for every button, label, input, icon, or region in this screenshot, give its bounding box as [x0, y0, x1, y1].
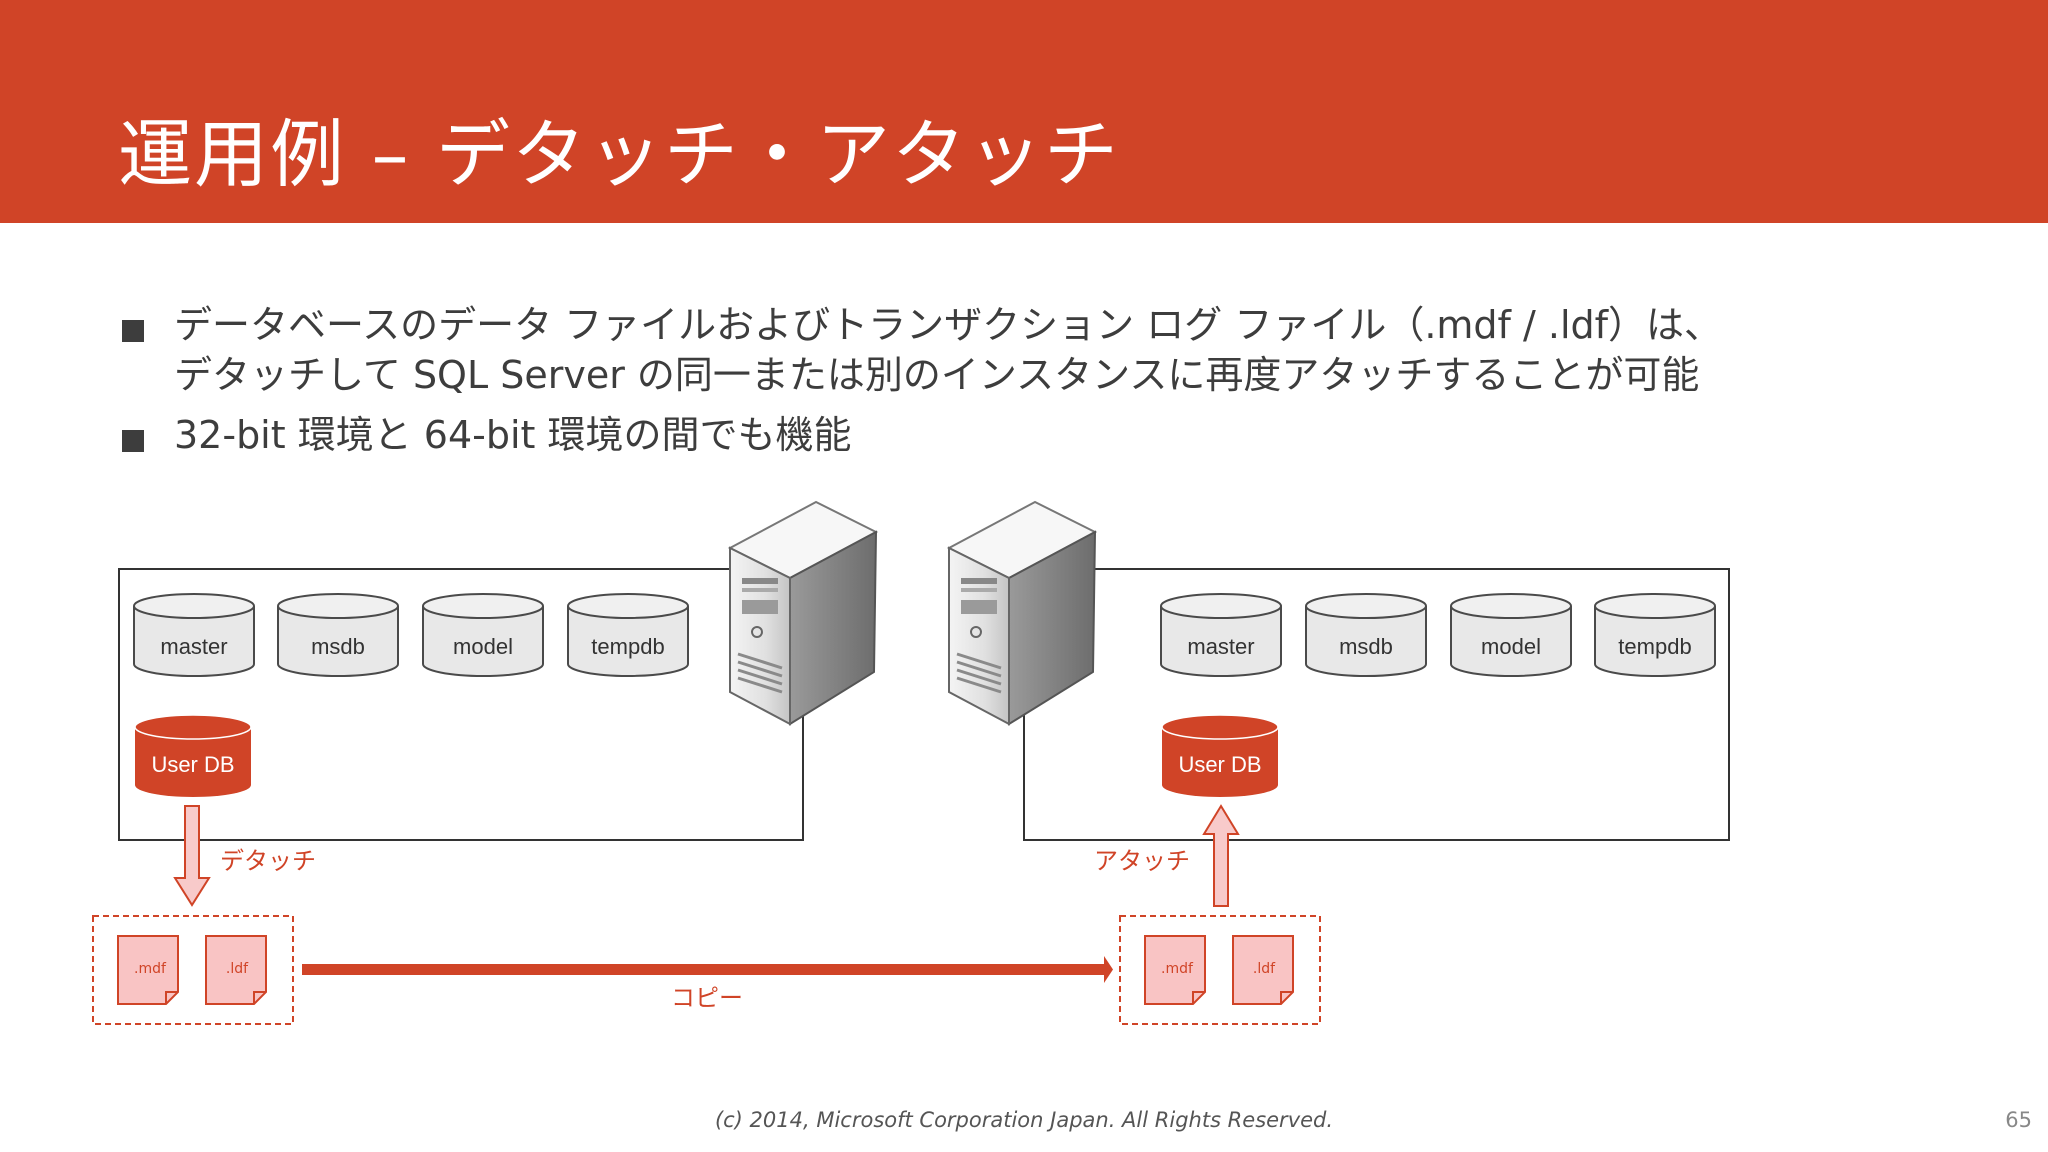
attach-arrow [1202, 804, 1240, 907]
attach-label: アタッチ [1094, 847, 1190, 875]
detach-label: デタッチ [220, 847, 316, 875]
bullet-square-icon [122, 430, 144, 452]
bullet-list: データベースのデータ ファイルおよびトランザクション ログ ファイル（.mdf … [118, 300, 2018, 470]
page-number: 65 [2005, 1108, 2032, 1132]
db-label-master: master [160, 634, 227, 659]
bullet-text-line: データベースのデータ ファイルおよびトランザクション ログ ファイル（.mdf … [174, 303, 1723, 347]
db-label-msdb: msdb [311, 634, 365, 659]
db-label-master: master [1187, 634, 1254, 659]
target-files-box [1119, 915, 1321, 1025]
bullet-item: 32-bit 環境と 64-bit 環境の間でも機能 [118, 410, 2018, 460]
right-system-databases: master msdb model tempdb [1160, 593, 1716, 677]
copy-arrow [302, 956, 1113, 983]
copy-label: コピー [671, 984, 743, 1012]
title-bar: 運用例 – デタッチ・アタッチ [0, 0, 2048, 223]
copyright-footer: (c) 2014, Microsoft Corporation Japan. A… [714, 1108, 1334, 1132]
source-files-box [92, 915, 294, 1025]
bullet-item: データベースのデータ ファイルおよびトランザクション ログ ファイル（.mdf … [118, 300, 2018, 400]
file-extension-ldf: .ldf [226, 961, 249, 977]
db-label-tempdb: tempdb [591, 634, 664, 659]
db-label-model: model [1481, 634, 1541, 659]
server-tower-icon [947, 500, 1097, 726]
file-extension-mdf: .mdf [1161, 961, 1194, 977]
user-db-label: User DB [151, 752, 234, 777]
bullet-text-line: デタッチして SQL Server の同一または別のインスタンスに再度アタッチす… [174, 353, 1700, 397]
slide-title: 運用例 – デタッチ・アタッチ [118, 112, 1121, 198]
file-extension-mdf: .mdf [134, 961, 167, 977]
user-db-label: User DB [1178, 752, 1261, 777]
db-label-tempdb: tempdb [1618, 634, 1691, 659]
detach-arrow [173, 805, 211, 907]
server-tower-icon [728, 500, 878, 726]
file-extension-ldf: .ldf [1253, 961, 1276, 977]
bullet-text-line: 32-bit 環境と 64-bit 環境の間でも機能 [174, 413, 852, 457]
bullet-square-icon [122, 320, 144, 342]
db-label-model: model [453, 634, 513, 659]
left-system-databases: master msdb model tempdb [133, 593, 689, 677]
db-label-msdb: msdb [1339, 634, 1393, 659]
